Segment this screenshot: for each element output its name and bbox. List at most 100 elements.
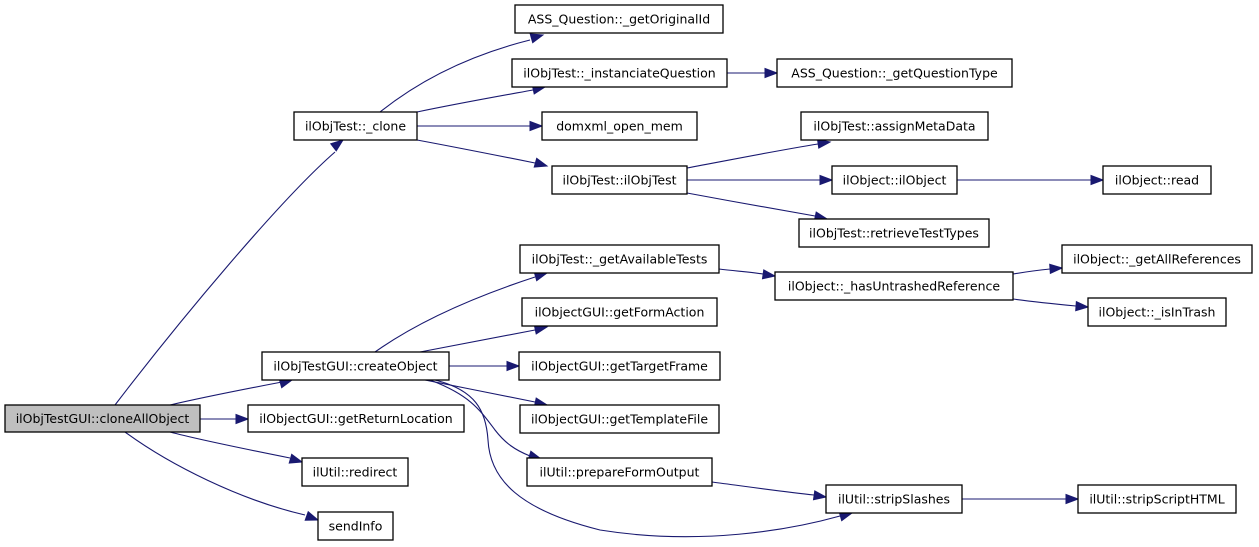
node-box[interactable] [301,457,409,487]
node-stripSlashes[interactable]: ilUtil::stripSlashes [825,484,963,514]
node-label: ilObjectGUI::getFormAction [535,305,705,320]
node-hasUntrashedReference[interactable]: ilObject::_hasUntrashedReference [774,271,1014,301]
edge-createObject-to-getAvailableTests [374,271,549,353]
node-label: ilObjTest::assignMetaData [813,119,975,134]
node-box[interactable] [4,404,201,433]
node-label: ilObject::_isInTrash [1099,305,1216,320]
node-redirect[interactable]: ilUtil::redirect [301,457,409,487]
node-box[interactable] [518,351,721,381]
edge-instanciateQuestion-to-getQuestionType [727,67,779,79]
node-box[interactable] [541,111,698,141]
node-box[interactable] [526,457,713,487]
node-box[interactable] [519,404,720,434]
node-box[interactable] [261,351,450,381]
edge-line [718,268,764,275]
node-label: ilUtil::stripScriptHTML [1089,492,1224,507]
node-box[interactable] [1087,297,1227,327]
node-box[interactable] [774,271,1014,301]
node-getTargetFrame[interactable]: ilObjectGUI::getTargetFrame [518,351,721,381]
node-box[interactable] [293,111,418,141]
edge-line [686,192,816,217]
node-box[interactable] [511,58,728,88]
node-box[interactable] [831,165,958,195]
node-read[interactable]: ilObject::read [1102,165,1212,195]
node-box[interactable] [317,511,394,541]
node-label: ilObject::_hasUntrashedReference [788,279,1001,294]
node-label: sendInfo [329,519,383,534]
node-sendInfo[interactable]: sendInfo [317,511,394,541]
arrowhead-icon [1075,300,1090,312]
edge-stripSlashes-to-stripScriptHTML [962,493,1080,505]
node-box[interactable] [551,165,688,195]
node-box[interactable] [825,484,963,514]
node-getOriginalId[interactable]: ASS_Question::_getOriginalId [514,4,724,34]
arrowhead-icon [533,157,549,168]
node-box[interactable] [798,218,990,248]
node-box[interactable] [776,58,1013,88]
edge-getAvailableTests-to-hasUntrashedReference [718,268,777,280]
edge-ilObjTest-to-assignMetaData [686,138,832,169]
edge-hasUntrashedReference-to-getAllReferences [1012,263,1064,275]
node-label: ilObjectGUI::getReturnLocation [259,411,452,426]
node-box[interactable] [514,4,724,34]
edges-layer [114,33,1105,538]
node-box[interactable] [800,111,989,141]
node-box[interactable] [521,297,718,327]
arrowhead-icon [235,413,250,425]
node-label: ilObjTest::_getAvailableTests [532,252,708,267]
edge-line [1012,298,1077,307]
edge-line [424,379,536,403]
node-retrieveTestTypes[interactable]: ilObjTest::retrieveTestTypes [798,218,990,248]
node-getAllReferences[interactable]: ilObject::_getAllReferences [1061,244,1253,274]
node-getAvailableTests[interactable]: ilObjTest::_getAvailableTests [519,244,720,274]
edge-cloneAllObject-to-createObject [169,378,294,406]
node-getReturnLocation[interactable]: ilObjectGUI::getReturnLocation [247,404,465,433]
edge-line [419,329,536,353]
arrowhead-icon [819,174,834,186]
node-prepareFormOutput[interactable]: ilUtil::prepareFormOutput [526,457,713,487]
node-domxml[interactable]: domxml_open_mem [541,111,698,141]
arrowhead-icon [506,360,521,372]
edge-line [711,481,815,496]
node-clone[interactable]: ilObjTest::_clone [293,111,418,141]
edge-line [429,379,531,457]
node-box[interactable] [247,404,465,433]
node-assignMetaData[interactable]: ilObjTest::assignMetaData [800,111,989,141]
edge-line [434,379,841,538]
node-ilObjTest[interactable]: ilObjTest::ilObjTest [551,165,688,195]
node-isInTrash[interactable]: ilObject::_isInTrash [1087,297,1227,327]
edge-createObject-to-getTargetFrame [449,360,521,372]
node-stripScriptHTML[interactable]: ilUtil::stripScriptHTML [1077,484,1237,514]
node-cloneAllObject[interactable]: ilObjTestGUI::cloneAllObject [4,404,201,433]
node-label: domxml_open_mem [556,119,683,134]
edge-cloneAllObject-to-getReturnLocation [200,413,250,425]
edge-clone-to-ilObjTest [416,139,549,168]
edge-line [416,139,536,164]
node-label: ilUtil::prepareFormOutput [540,465,700,480]
edge-cloneAllObject-to-sendInfo [124,431,320,521]
node-box[interactable] [519,244,720,274]
edge-clone-to-domxml [417,120,544,132]
node-getQuestionType[interactable]: ASS_Question::_getQuestionType [776,58,1013,88]
node-label: ilObjTest::_clone [305,119,406,134]
edge-ilObjTest-to-retrieveTestTypes [686,192,829,222]
node-box[interactable] [1077,484,1237,514]
node-ilObject[interactable]: ilObject::ilObject [831,165,958,195]
arrowhead-icon [1049,263,1064,275]
node-label: ilObjTest::ilObjTest [562,173,676,188]
edge-ilObject-to-read [957,174,1105,186]
node-box[interactable] [1102,165,1212,195]
edge-ilObjTest-to-ilObject [687,174,834,186]
edge-createObject-to-getFormAction [419,324,549,353]
node-getTemplateFile[interactable]: ilObjectGUI::getTemplateFile [519,404,720,434]
node-instanciateQuestion[interactable]: ilObjTest::_instanciateQuestion [511,58,728,88]
nodes-layer: ilObjTestGUI::cloneAllObject ilObjTest::_… [4,4,1253,541]
node-label: ilUtil::redirect [313,465,398,480]
arrowhead-icon [1090,174,1105,186]
node-createObject[interactable]: ilObjTestGUI::createObject [261,351,450,381]
arrowhead-icon [529,120,544,132]
node-label: ASS_Question::_getOriginalId [528,12,710,27]
edge-line [1012,268,1051,275]
node-box[interactable] [1061,244,1253,274]
node-getFormAction[interactable]: ilObjectGUI::getFormAction [521,297,718,327]
